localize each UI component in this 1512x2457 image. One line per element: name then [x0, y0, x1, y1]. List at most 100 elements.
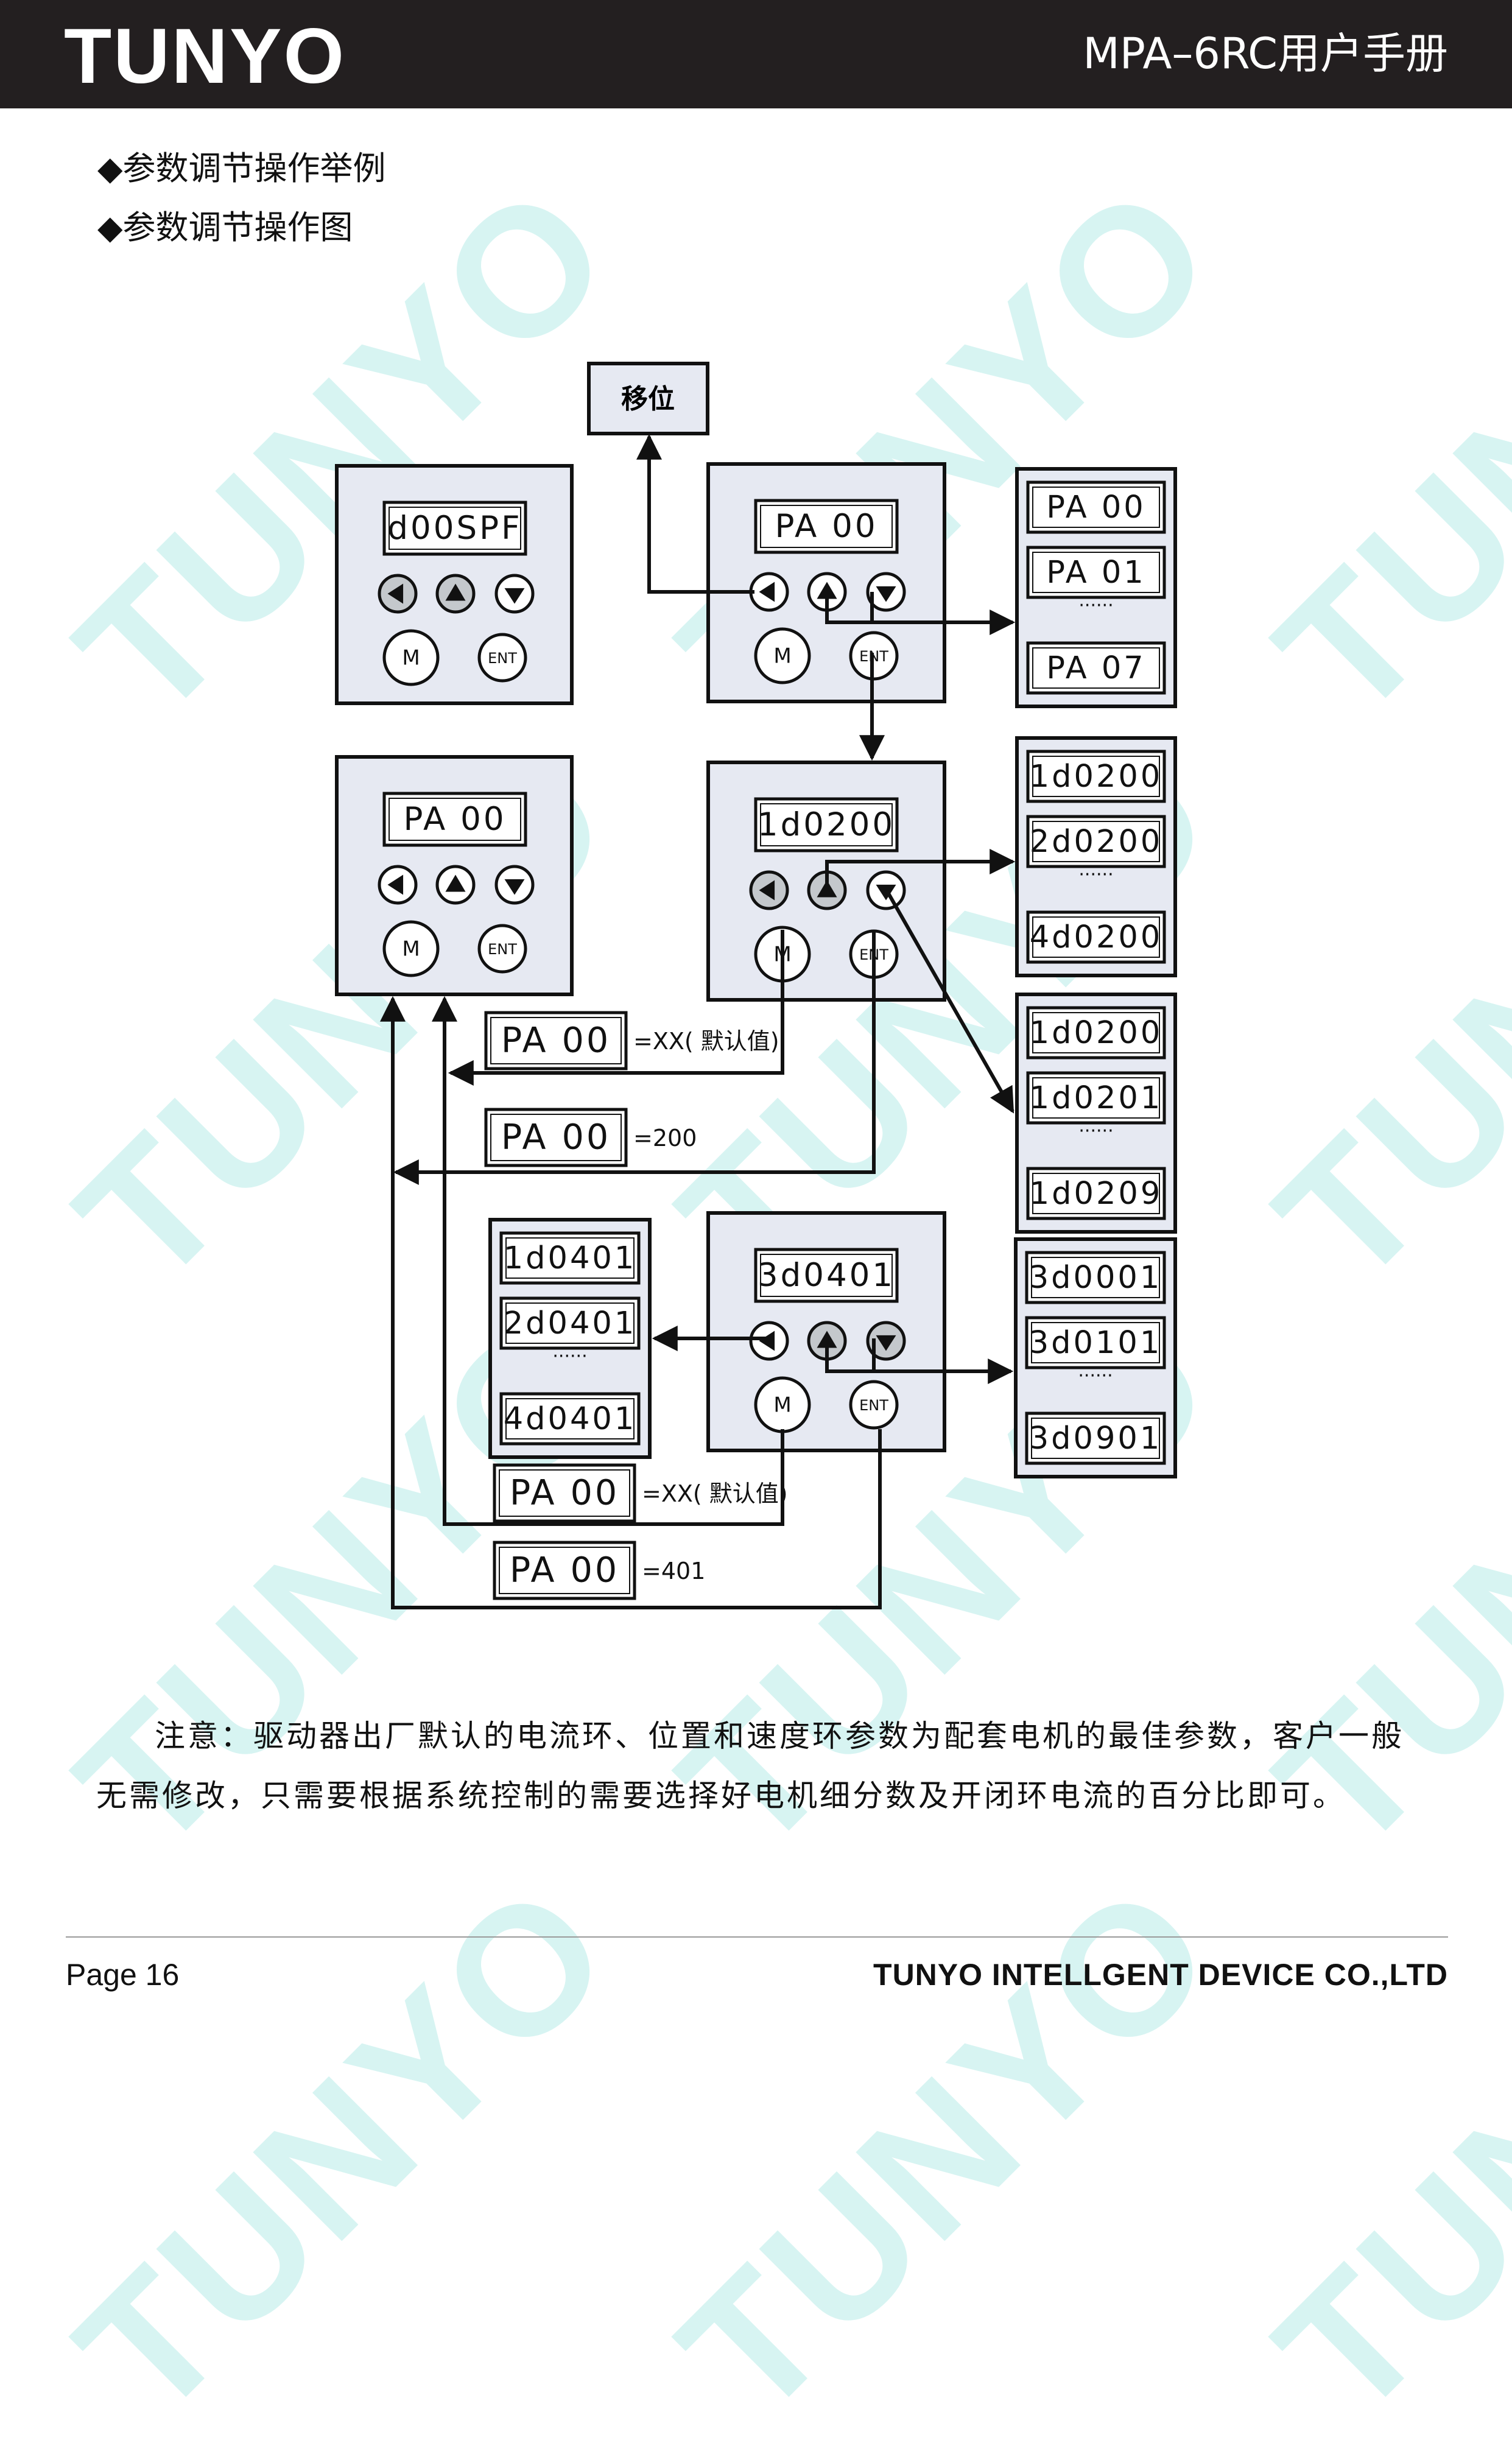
diamond-icon: ◆ — [97, 149, 123, 188]
flow-arrow — [825, 1338, 1014, 1384]
lcd-display: PA 00 — [493, 1541, 636, 1600]
m-key-label: M — [402, 646, 420, 670]
lcd-display: 2d0401 — [499, 1296, 641, 1350]
ent-key-label: ENT — [488, 941, 517, 958]
left-arrow-icon[interactable] — [378, 574, 418, 614]
note-paragraph: 注意：驱动器出厂默认的电流环、位置和速度环参数为配套电机的最佳参数，客户一般无需… — [96, 1706, 1436, 1826]
result-row: PA 00 =XX( 默认值) — [493, 1463, 788, 1523]
lcd-value: PA 07 — [1046, 650, 1146, 686]
lcd-display: 1d0200 — [1026, 1006, 1166, 1060]
lcd-value: 1d0200 — [758, 806, 895, 843]
lcd-display: 1d0209 — [1026, 1167, 1166, 1220]
result-row: PA 00 =XX( 默认值) — [484, 1011, 779, 1070]
m-key-button[interactable]: M — [754, 627, 811, 684]
down-arrow-icon[interactable] — [866, 870, 906, 910]
down-arrow-icon[interactable] — [866, 572, 906, 612]
lcd-display: 3d0401 — [754, 1248, 899, 1303]
m-key-label: M — [773, 644, 791, 669]
lcd-display: PA 07 — [1026, 641, 1166, 695]
left-arrow-icon[interactable] — [749, 572, 789, 612]
note-text: 注意：驱动器出厂默认的电流环、位置和速度环参数为配套电机的最佳参数，客户一般无需… — [96, 1718, 1404, 1813]
d-parameter-list-last-digit: 1d0200 1d0201 ······ 1d0209 — [1015, 993, 1177, 1234]
d3-parameter-list: 3d0001 3d0101 ······ 3d0901 — [1014, 1237, 1177, 1478]
flow-arrow — [825, 592, 1016, 635]
lcd-value: PA 00 — [775, 508, 877, 545]
down-arrow-icon[interactable] — [494, 574, 535, 614]
flow-arrow — [825, 849, 1016, 890]
left-arrow-icon[interactable] — [749, 1321, 789, 1361]
result-label: =401 — [642, 1558, 705, 1584]
ellipsis-mark: ······ — [1078, 864, 1113, 885]
result-label: =XX( 默认值) — [633, 1028, 779, 1055]
up-arrow-icon[interactable] — [435, 865, 476, 905]
brand-logo: TUNYO — [64, 13, 346, 100]
diamond-icon: ◆ — [97, 208, 123, 247]
lcd-display: 2d0200 — [1026, 815, 1166, 868]
lcd-display: 3d0101 — [1025, 1316, 1166, 1369]
section-bullets: ◆参数调节操作举例 ◆参数调节操作图 — [97, 139, 386, 257]
footer-divider — [66, 1936, 1448, 1938]
lcd-value: 1d0200 — [1030, 1015, 1163, 1051]
shift-box: 移位 — [587, 362, 709, 435]
ent-key-label: ENT — [488, 650, 517, 667]
page-header: TUNYO MPA–6RC用户手册 — [0, 0, 1512, 108]
m-key-label: M — [773, 1393, 791, 1418]
ent-key-button[interactable]: ENT — [849, 1380, 899, 1430]
driver-panel: d00SPF M ENT — [335, 464, 574, 705]
lcd-display: 1d0200 — [754, 797, 899, 852]
bullet-text: 参数调节操作图 — [122, 208, 353, 247]
lcd-display: 4d0200 — [1026, 910, 1166, 964]
ent-key-label: ENT — [859, 648, 888, 665]
lcd-display: PA 00 — [382, 792, 527, 847]
driver-panel: PA 00 M ENT — [335, 755, 574, 996]
lcd-value: PA 01 — [1046, 555, 1146, 591]
flow-arrow — [636, 434, 754, 594]
lcd-display: 1d0401 — [499, 1231, 641, 1285]
lcd-display: 3d0001 — [1025, 1251, 1166, 1304]
lcd-value: 1d0201 — [1030, 1080, 1163, 1116]
flow-arrow — [885, 889, 1014, 1114]
lcd-value: 3d0901 — [1029, 1421, 1162, 1457]
lcd-value: 1d0401 — [504, 1240, 637, 1276]
lcd-value: d00SPF — [387, 510, 522, 547]
ent-key-button[interactable]: ENT — [477, 924, 527, 974]
ellipsis-mark: ······ — [1078, 1120, 1113, 1142]
lcd-value: PA 00 — [403, 801, 506, 838]
m-key-button[interactable]: M — [382, 920, 440, 977]
left-arrow-icon[interactable] — [378, 865, 418, 905]
ent-key-button[interactable]: ENT — [477, 633, 527, 683]
lcd-value: PA 00 — [501, 1021, 611, 1061]
result-row: PA 00=401 — [493, 1541, 705, 1600]
lcd-value: 3d0401 — [758, 1257, 895, 1294]
shift-label: 移位 — [621, 384, 675, 415]
ellipsis-mark: ······ — [552, 1346, 587, 1367]
lcd-value: 1d0209 — [1030, 1176, 1163, 1212]
left-arrow-icon[interactable] — [749, 870, 789, 910]
flow-arrow — [448, 930, 784, 1086]
result-label: =XX( 默认值) — [642, 1480, 788, 1507]
ellipsis-mark: ······ — [1078, 595, 1113, 616]
manual-title: MPA–6RC用户手册 — [1083, 29, 1448, 79]
bullet-item: ◆参数调节操作举例 — [97, 139, 386, 198]
bullet-text: 参数调节操作举例 — [122, 149, 386, 188]
down-arrow-icon[interactable] — [866, 1321, 906, 1361]
lcd-display: d00SPF — [382, 501, 527, 556]
lcd-display: PA 01 — [1026, 546, 1166, 599]
m-key-label: M — [402, 937, 420, 961]
m-key-button[interactable]: M — [754, 1376, 811, 1433]
lcd-value: 3d0101 — [1029, 1325, 1162, 1361]
up-arrow-icon[interactable] — [435, 574, 476, 614]
m-key-button[interactable]: M — [382, 629, 440, 686]
lcd-value: PA 00 — [510, 1473, 619, 1513]
lcd-display: 1d0200 — [1026, 750, 1166, 803]
flow-arrow — [432, 996, 784, 1526]
down-arrow-icon[interactable] — [494, 865, 535, 905]
lcd-display: PA 00 — [493, 1463, 636, 1523]
ellipsis-mark: ······ — [1078, 1365, 1113, 1387]
lcd-value: 2d0200 — [1030, 824, 1163, 860]
lcd-value: 2d0401 — [504, 1306, 637, 1341]
